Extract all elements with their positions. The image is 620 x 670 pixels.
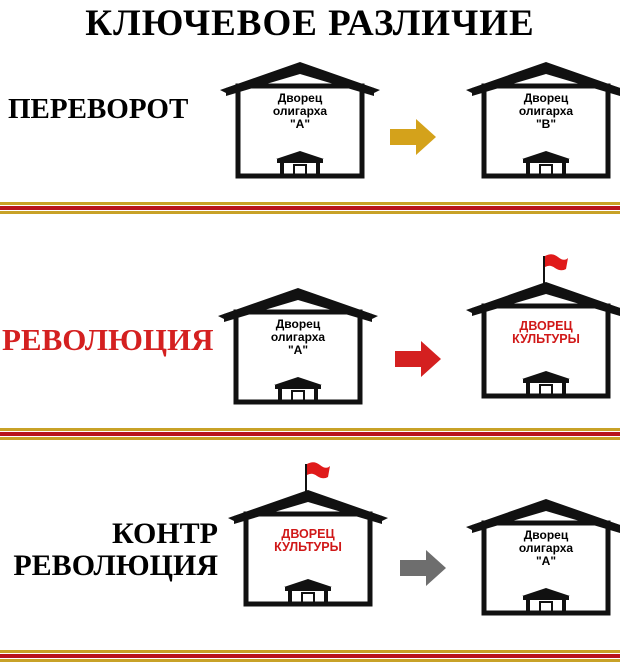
separator-stripe <box>0 654 620 658</box>
house-label: Дворец олигарха "В" <box>490 92 602 131</box>
house-outline-icon <box>466 499 620 616</box>
row-label-line2: РЕВОЛЮЦИЯ <box>13 549 218 583</box>
house-outline-icon <box>220 62 380 179</box>
arrow-gray-icon <box>400 550 450 591</box>
house-label-line2: олигарха <box>272 104 328 118</box>
arrow-gold-icon <box>390 119 440 160</box>
separator-stripe <box>0 206 620 210</box>
house-label: Дворец олигарха "А" <box>242 318 354 357</box>
row-label-revolution: РЕВОЛЮЦИЯ <box>2 323 213 356</box>
separator-stripe <box>0 211 620 214</box>
house-label-line2: олигарха <box>518 104 574 118</box>
house-label-line1: Дворец <box>523 528 569 542</box>
house-right-row2: ДВОРЕЦ КУЛЬТУРЫ <box>466 254 620 400</box>
separator-1 <box>0 202 620 215</box>
house-outline-icon <box>466 254 620 399</box>
house-label-line1: Дворец <box>523 91 569 105</box>
row-label-counter-revolution: КОНТР РЕВОЛЮЦИЯ <box>8 517 218 583</box>
house-label-line2: КУЛЬТУРЫ <box>512 332 580 346</box>
row-label-line1: КОНТР <box>111 517 218 550</box>
house-label-line1: ДВОРЕЦ <box>519 319 573 333</box>
row-label-coup: ПЕРЕВОРОТ <box>8 93 189 125</box>
arrow-red-icon <box>395 341 445 382</box>
separator-stripe <box>0 437 620 440</box>
separator-stripe <box>0 428 620 431</box>
separator-stripe <box>0 202 620 205</box>
separator-stripe <box>0 432 620 436</box>
row-label-line1: РЕВОЛЮЦИЯ <box>2 322 214 357</box>
separator-3 <box>0 650 620 663</box>
house-label-line1: Дворец <box>275 317 321 331</box>
house-left-row2: Дворец олигарха "А" <box>218 282 378 406</box>
house-label: ДВОРЕЦ КУЛЬТУРЫ <box>490 320 602 346</box>
arrow-shape <box>395 341 441 377</box>
house-label-line3: "А" <box>289 117 311 131</box>
house-label: Дворец олигарха "А" <box>490 529 602 568</box>
separator-stripe <box>0 650 620 653</box>
house-label: ДВОРЕЦ КУЛЬТУРЫ <box>252 528 364 554</box>
separator-stripe <box>0 659 620 662</box>
house-outline-icon <box>218 288 378 405</box>
house-left-row1: Дворец олигарха "А" <box>220 56 380 180</box>
house-right-row3: Дворец олигарха "А" <box>466 493 620 617</box>
house-label-line2: олигарха <box>270 330 326 344</box>
house-label-line2: КУЛЬТУРЫ <box>274 540 342 554</box>
house-label-line1: ДВОРЕЦ <box>281 527 335 541</box>
row-label-line1: ПЕРЕВОРОТ <box>8 93 189 125</box>
house-label-line3: "В" <box>535 117 557 131</box>
house-outline-icon <box>228 462 388 607</box>
house-right-row1: Дворец олигарха "В" <box>466 56 620 180</box>
arrow-shape <box>400 550 446 586</box>
house-label-line1: Дворец <box>277 91 323 105</box>
separator-2 <box>0 428 620 441</box>
house-label: Дворец олигарха "А" <box>244 92 356 131</box>
house-left-row3: ДВОРЕЦ КУЛЬТУРЫ <box>228 462 388 608</box>
house-label-line2: олигарха <box>518 541 574 555</box>
house-label-line3: "А" <box>287 343 309 357</box>
house-outline-icon <box>466 62 620 179</box>
page-title: КЛЮЧЕВОЕ РАЗЛИЧИЕ <box>85 3 535 44</box>
arrow-shape <box>390 119 436 155</box>
house-label-line3: "А" <box>535 554 557 568</box>
